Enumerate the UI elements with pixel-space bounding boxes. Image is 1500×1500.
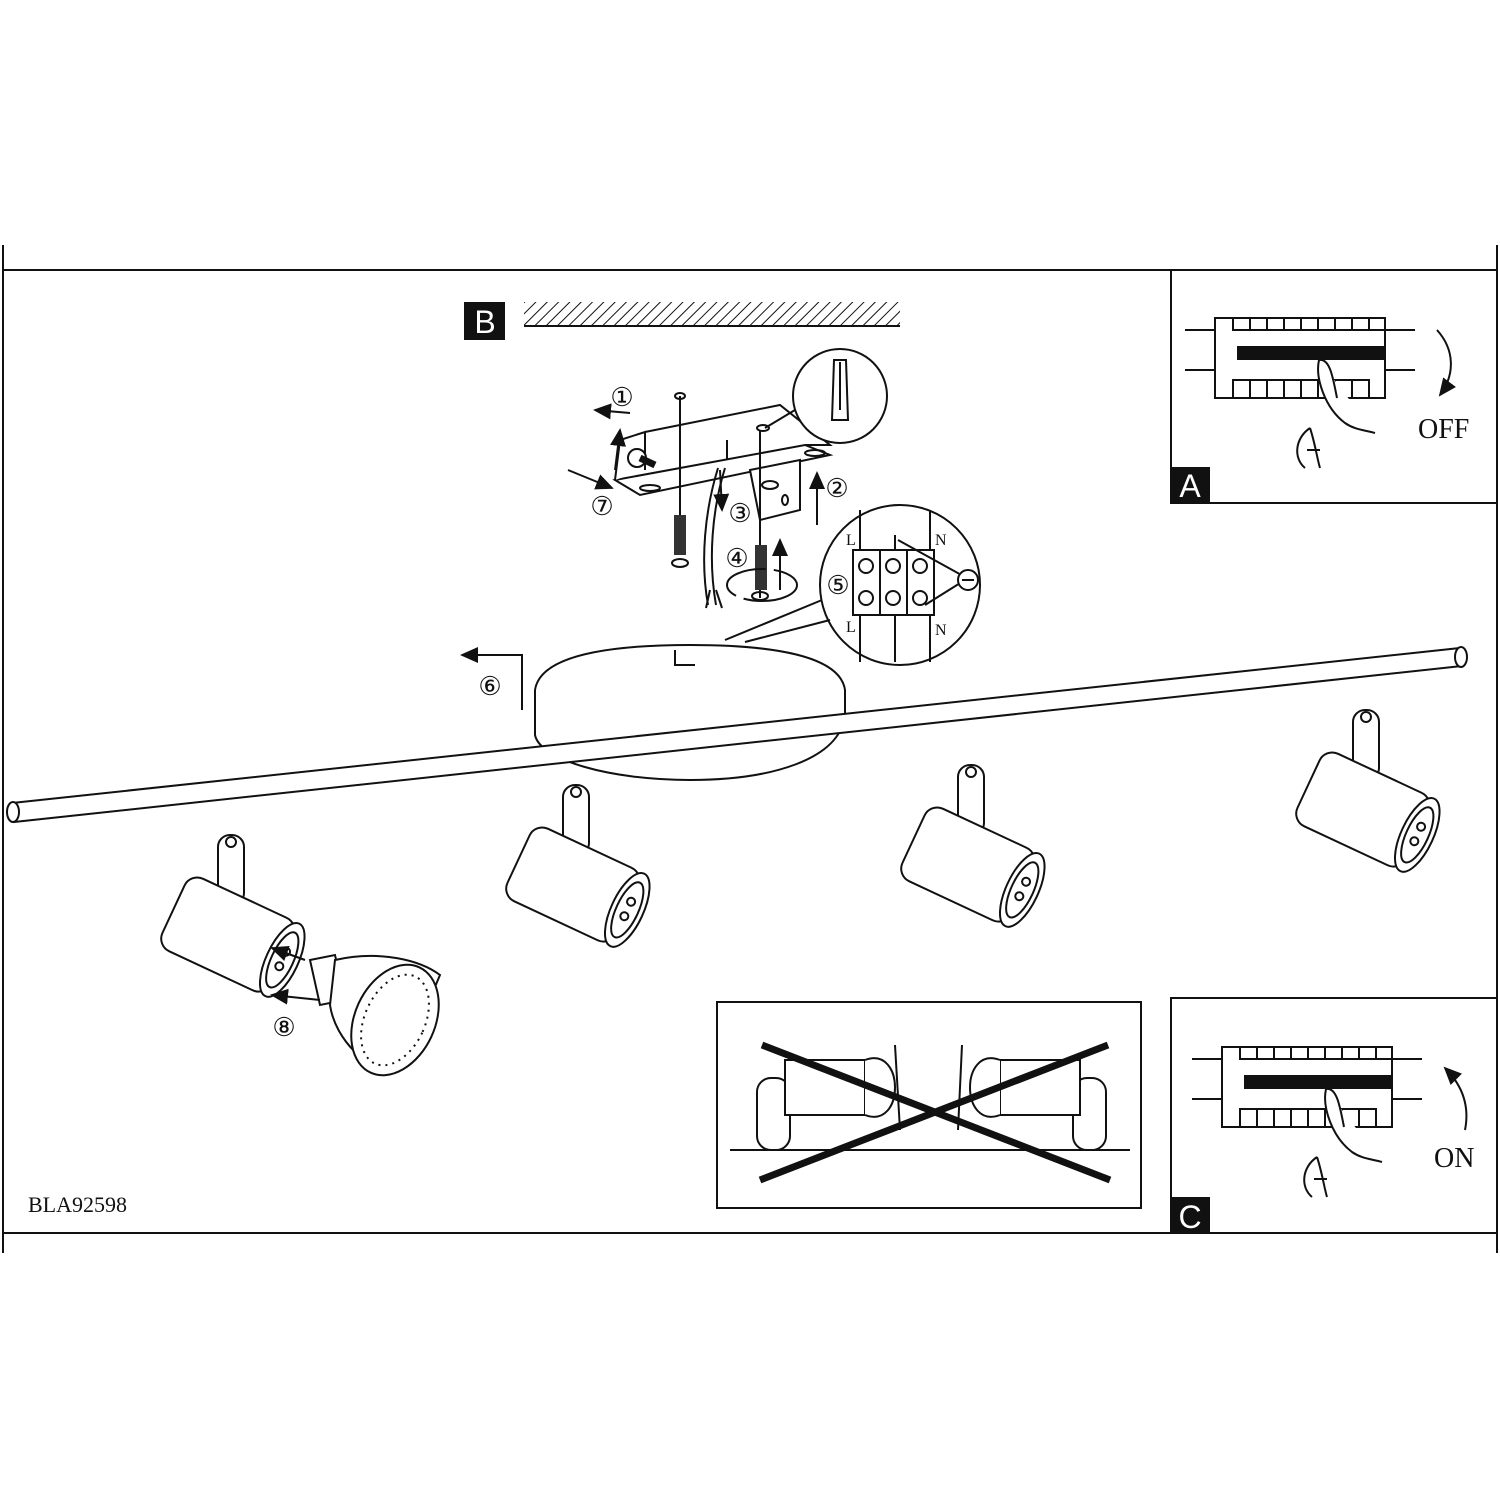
spotlight-1	[155, 834, 315, 1004]
terminal-label-l-bottom: L	[846, 619, 856, 636]
step-6: ⑥	[478, 672, 501, 701]
step-8: ⑧	[272, 1013, 295, 1042]
step-7: ⑦	[590, 492, 613, 521]
panel-c-power-on: ON C	[1170, 997, 1498, 1235]
spotlight-2	[500, 784, 660, 954]
step-2: ②	[825, 474, 848, 503]
panel-a-label: A	[1179, 468, 1201, 504]
step-1: ①	[610, 383, 633, 412]
panel-c-label: C	[1178, 1199, 1201, 1235]
terminal-label-n-top: N	[935, 532, 947, 549]
breaker-panel-icon	[1191, 1046, 1423, 1198]
breaker-panel-icon	[1184, 317, 1416, 469]
terminal-label-n-bottom: N	[935, 622, 947, 639]
panel-b-label: B	[474, 304, 495, 340]
model-code: BLA92598	[28, 1192, 127, 1217]
off-label: OFF	[1418, 414, 1469, 445]
on-label: ON	[1434, 1143, 1474, 1174]
step-numbers: ① ② ③ ④ ⑤ ⑥ ⑦ ⑧	[272, 383, 849, 1042]
gu10-bulb	[270, 945, 442, 1077]
spotlight-4	[1290, 709, 1450, 879]
mounting-bracket	[460, 348, 888, 710]
terminal-block-callout: L N L N	[724, 504, 981, 666]
step-5: ⑤	[826, 571, 849, 600]
terminal-label-l-top: L	[846, 532, 856, 549]
incorrect-orientation-warning	[716, 1001, 1142, 1209]
panel-a-power-off: OFF A	[1170, 269, 1498, 504]
spotlight-rail	[6, 646, 1468, 824]
step-3: ③	[728, 499, 751, 528]
panel-b-header: B	[464, 302, 900, 340]
spotlight-3	[895, 764, 1055, 934]
step-4: ④	[725, 544, 748, 573]
